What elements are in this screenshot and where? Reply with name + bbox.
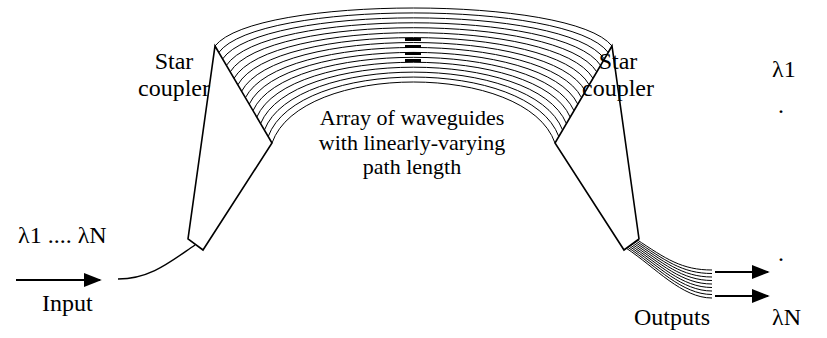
waveguide [253,57,574,110]
output-waveguides [626,239,712,298]
output-waveguide [636,239,712,270]
waveguide [230,28,597,72]
input-waveguide [118,245,195,279]
port-label: Input [42,290,122,317]
wavelength-label: λ1 .... λN [18,222,148,249]
wavelength-label: λ1 [772,56,822,83]
array-label: Array of waveguides with linearly-varyin… [301,106,523,180]
wavelength-label: λN [772,304,822,331]
component-label: Star coupler [128,48,220,102]
output-arrow [715,295,768,297]
waveguide [226,23,600,66]
path-length-mark [405,45,421,48]
waveguide [238,38,589,85]
waveguide [215,8,612,46]
output-waveguide [635,240,712,273]
waveguide [234,33,593,79]
component-label: Star coupler [572,48,664,102]
path-length-mark [405,52,421,55]
ellipsis-dot: . [778,92,798,119]
waveguide [249,52,578,104]
output-arrow [715,271,768,273]
port-label: Outputs [634,304,724,331]
path-length-mark [405,59,421,62]
input-arrow [16,279,100,281]
waveguide [223,18,605,59]
path-length-mark [405,38,421,41]
ellipsis-dot: . [778,240,798,267]
